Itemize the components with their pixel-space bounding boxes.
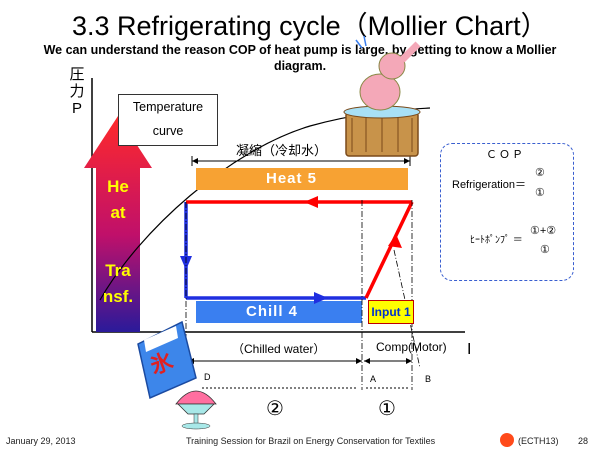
span-2-label: ② — [266, 398, 284, 420]
heat-transfer-line-3: Tra — [105, 261, 131, 280]
footer-code: (ECTH13) — [518, 436, 559, 446]
temperature-curve-label: Temperature curve — [118, 94, 218, 146]
chilled-water-label: （Chilled water） — [232, 342, 326, 356]
cop-box — [440, 143, 574, 281]
footer-date: January 29, 2013 — [6, 436, 76, 446]
cop-refrigeration-denominator: ① — [535, 187, 545, 199]
input-box: Input 1 — [368, 300, 414, 324]
heat-bar-label: Heat 5 — [266, 170, 318, 187]
cop-heatpump-numerator: ①+② — [530, 225, 557, 237]
shaved-ice-illustration — [137, 320, 217, 430]
point-d-label: D — [204, 372, 211, 382]
i-axis-label: I — [467, 341, 472, 358]
condensation-arrow — [304, 196, 318, 208]
heat-transfer-arrow — [84, 116, 152, 332]
y-axis-label: 圧力 P — [69, 66, 85, 117]
cop-heatpump-denominator: ① — [540, 244, 550, 256]
condensation-label: 凝縮（冷却水） — [236, 143, 328, 158]
heat-transfer-line-4: nsf. — [102, 287, 134, 306]
cop-refrigeration-label: Refrigeration＝ — [452, 179, 526, 191]
heat-bar — [196, 168, 408, 190]
cop-title: ＣＯＰ — [486, 149, 525, 161]
footer-course: Training Session for Brazil on Energy Co… — [186, 436, 436, 446]
cop-heatpump-label: ﾋｰﾄﾎﾟﾝﾌﾟ ＝ — [470, 235, 523, 246]
chill-bar-label: Chill 4 — [246, 303, 299, 320]
footer-page-number: 28 — [578, 436, 589, 446]
evaporation-arrow — [314, 292, 328, 304]
heat-transfer-line-1: He — [107, 177, 129, 196]
slide-subtitle: We can understand the reason COP of heat… — [43, 43, 557, 73]
cop-refrigeration-numerator: ② — [535, 167, 545, 179]
chill-bar — [196, 301, 362, 323]
slide-title: 3.3 Refrigerating cycle（Mollier Chart） — [72, 11, 548, 41]
bathing-man-illustration — [343, 35, 421, 157]
temperature-curve-text: Temperature curve — [132, 100, 204, 138]
compression-line — [364, 201, 414, 299]
compression-arrow — [388, 234, 402, 248]
heat-transfer-line-2: at — [110, 203, 126, 222]
comp-label: Comp(Motor) — [376, 340, 447, 354]
point-b-label: B — [425, 374, 432, 384]
span-1-label: ① — [378, 398, 396, 420]
point-a-label: A — [370, 374, 377, 384]
